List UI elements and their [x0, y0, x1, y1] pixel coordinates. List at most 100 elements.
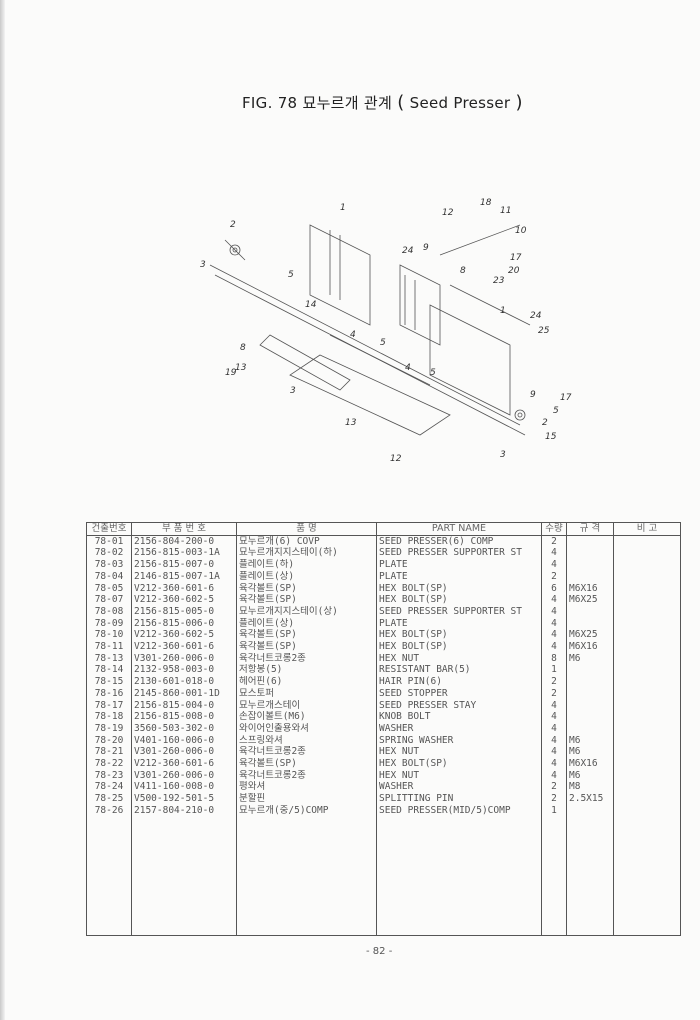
cell-part-name: KNOB BOLT — [376, 711, 542, 723]
cell-spec — [566, 617, 614, 630]
callout: 1 — [340, 203, 346, 213]
cell-remark — [613, 758, 681, 770]
cell-spec — [566, 699, 614, 712]
blank-cell — [376, 816, 542, 936]
cell-ref-no: 78-02 — [86, 547, 132, 560]
cell-korean-name: 묘누르개(중/5)COMP — [236, 804, 377, 817]
cell-korean-name: 평와셔 — [236, 781, 377, 794]
cell-remark — [613, 652, 681, 665]
header-remark: 비 고 — [613, 522, 681, 536]
cell-ref-no: 78-21 — [86, 746, 132, 759]
cell-remark — [613, 687, 681, 700]
cell-remark — [613, 664, 681, 677]
callout: 5 — [553, 406, 559, 416]
cell-qty: 2 — [541, 793, 567, 805]
cell-part-name: HEX NUT — [376, 652, 542, 665]
cell-part-name: PLATE — [376, 559, 542, 571]
cell-remark — [613, 804, 681, 817]
cell-part-name: HEX BOLT(SP) — [376, 758, 542, 770]
cell-qty: 4 — [541, 605, 567, 618]
cell-part-no: V301-260-006-0 — [131, 746, 237, 759]
diagram-lines — [209, 224, 531, 436]
blank-cell — [236, 816, 377, 936]
cell-qty: 4 — [541, 547, 567, 560]
callout: 13 — [345, 418, 357, 428]
cell-qty: 6 — [541, 582, 567, 595]
cell-remark — [613, 676, 681, 688]
callout: 3 — [290, 386, 296, 396]
cell-qty: 1 — [541, 664, 567, 677]
cell-spec: M6 — [566, 734, 614, 747]
header-korean-name: 품 명 — [236, 522, 377, 536]
cell-ref-no: 78-10 — [86, 629, 132, 642]
cell-part-no: 2156-804-200-0 — [131, 535, 237, 548]
cell-part-name: SEED STOPPER — [376, 687, 542, 700]
cell-remark — [613, 781, 681, 794]
title-prefix: FIG. 78 묘누르개 관계 — [242, 94, 393, 112]
callout: 10 — [515, 226, 527, 236]
cell-part-name: SEED PRESSER STAY — [376, 699, 542, 712]
cell-remark — [613, 699, 681, 712]
cell-part-no: 2156-815-005-0 — [131, 605, 237, 618]
cell-spec — [566, 605, 614, 618]
callout: 3 — [500, 450, 506, 460]
blank-cell — [131, 816, 237, 936]
cell-part-no: 2132-958-003-0 — [131, 664, 237, 677]
cell-spec — [566, 570, 614, 583]
cell-part-no: 2145-860-001-1D — [131, 687, 237, 700]
cell-part-no: V301-260-006-0 — [131, 652, 237, 665]
cell-qty: 4 — [541, 641, 567, 653]
cell-ref-no: 78-07 — [86, 594, 132, 606]
cell-spec — [566, 722, 614, 735]
callout: 15 — [545, 432, 557, 442]
callout: 9 — [530, 390, 536, 400]
cell-part-name: SEED PRESSER(MID/5)COMP — [376, 804, 542, 817]
callout: 18 — [480, 198, 492, 208]
cell-ref-no: 78-15 — [86, 676, 132, 688]
cell-spec: M6X16 — [566, 758, 614, 770]
cell-qty: 4 — [541, 758, 567, 770]
cell-remark — [613, 547, 681, 560]
callout: 2 — [230, 220, 236, 230]
cell-remark — [613, 711, 681, 723]
cell-ref-no: 78-13 — [86, 652, 132, 665]
cell-ref-no: 78-08 — [86, 605, 132, 618]
cell-qty: 4 — [541, 769, 567, 782]
cell-remark — [613, 594, 681, 606]
cell-qty: 4 — [541, 722, 567, 735]
cell-korean-name: 육각볼트(SP) — [236, 641, 377, 653]
callout: 2 — [542, 418, 548, 428]
cell-spec: M6 — [566, 652, 614, 665]
callout: 25 — [538, 326, 550, 336]
cell-ref-no: 78-16 — [86, 687, 132, 700]
cell-spec — [566, 687, 614, 700]
cell-part-name: HEX NUT — [376, 769, 542, 782]
cell-part-no: V212-360-601-6 — [131, 641, 237, 653]
cell-ref-no: 78-09 — [86, 617, 132, 630]
page-number: - 82 - — [366, 946, 393, 957]
cell-part-name: RESISTANT BAR(5) — [376, 664, 542, 677]
header-qty: 수량 — [541, 522, 567, 536]
cell-qty: 4 — [541, 617, 567, 630]
cell-korean-name: 육각너트코롱2종 — [236, 769, 377, 782]
cell-part-no: V401-160-006-0 — [131, 734, 237, 747]
cell-spec: 2.5X15 — [566, 793, 614, 805]
cell-remark — [613, 746, 681, 759]
cell-part-name: HAIR PIN(6) — [376, 676, 542, 688]
cell-part-no: V212-360-602-5 — [131, 594, 237, 606]
callout: 23 — [493, 276, 505, 286]
cell-ref-no: 78-04 — [86, 570, 132, 583]
cell-part-name: SPRING WASHER — [376, 734, 542, 747]
cell-spec: M6X25 — [566, 629, 614, 642]
